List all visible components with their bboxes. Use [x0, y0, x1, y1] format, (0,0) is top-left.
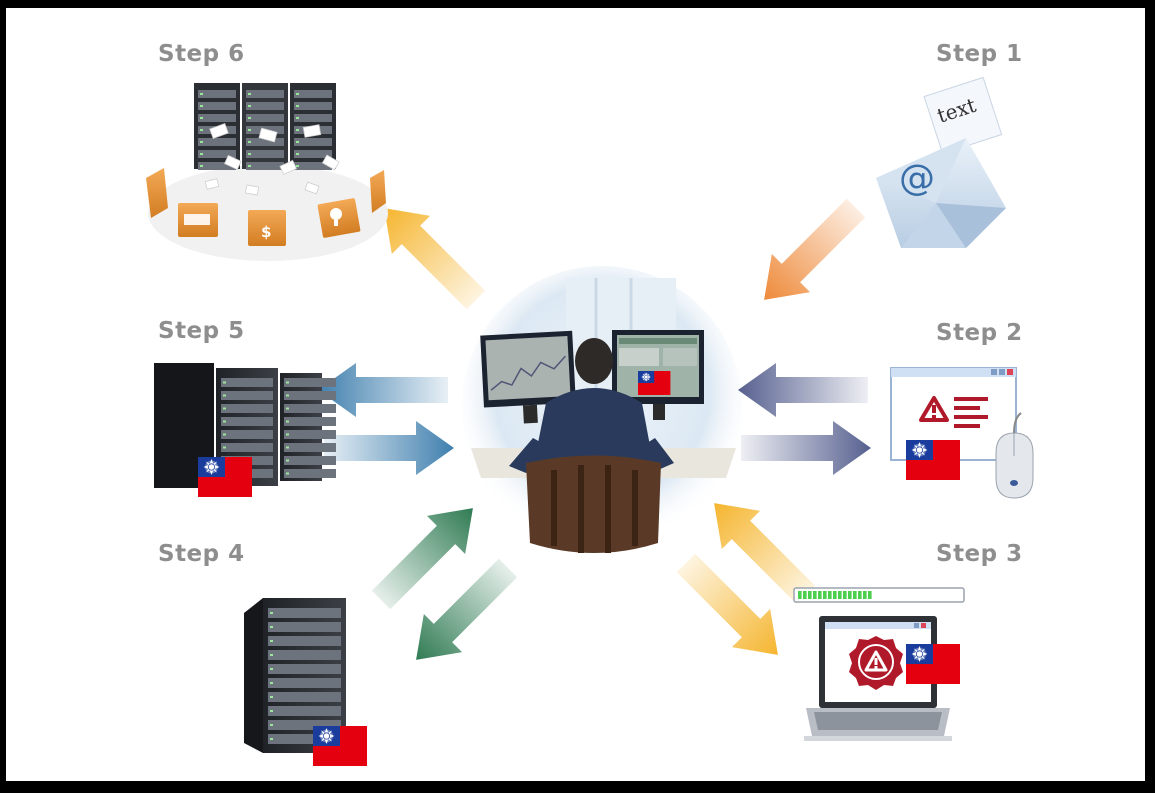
server-rack-icon [244, 598, 367, 766]
email-at-symbol: @ [899, 158, 935, 199]
server-racks-icon [154, 363, 336, 497]
arrow-center-to-step5 [318, 363, 448, 417]
step-1-label: Step 1 [936, 41, 1023, 67]
arrow-step1-to-center [744, 188, 876, 320]
arrow-center-to-step2 [741, 421, 871, 475]
step-2-label: Step 2 [936, 320, 1023, 346]
diagram-art: text @ [146, 76, 1034, 766]
email-envelope-icon: text @ [876, 76, 1006, 248]
hacker-at-computer-icon [462, 266, 742, 553]
step-3-label: Step 3 [936, 541, 1023, 567]
arrow-step5-to-center [324, 421, 454, 475]
step-6-label: Step 6 [158, 41, 245, 67]
diagram-canvas: Step 6 Step 1 Step 5 Step 2 Step 4 Step … [6, 8, 1145, 781]
data-exfiltration-folders-icon: $ [146, 83, 388, 261]
arrow-step2-to-center [738, 363, 868, 417]
download-progress-fill [798, 591, 872, 599]
svg-text:$: $ [261, 223, 271, 241]
browser-alert-window-icon [890, 367, 1034, 499]
step-5-label: Step 5 [158, 318, 245, 344]
step-4-label: Step 4 [158, 541, 245, 567]
infected-laptop-icon [793, 587, 965, 741]
